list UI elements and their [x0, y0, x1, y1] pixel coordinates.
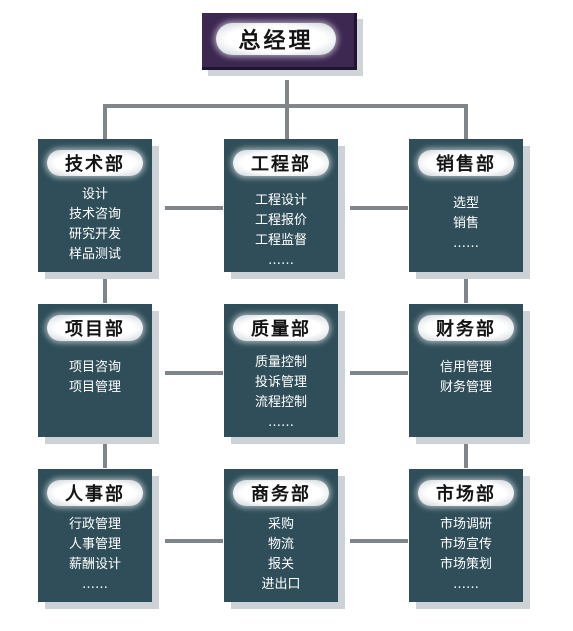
duty-item: 采购: [267, 517, 294, 532]
general-manager-title: 总经理: [216, 23, 336, 55]
duty-item: 进出口: [261, 577, 301, 592]
department-name: 市场部: [418, 480, 514, 506]
duty-item: 项目咨询: [68, 360, 121, 375]
department-box-tech: 技术部 设计 技术咨询 研究开发 样品测试: [38, 139, 152, 272]
duty-item: 市场策划: [439, 557, 492, 572]
duty-item: 报关: [267, 557, 294, 572]
department-name: 技术部: [47, 150, 143, 176]
duty-item: 销售: [452, 216, 479, 231]
duty-item: 工程报价: [254, 213, 307, 228]
general-manager-box: 总经理: [202, 13, 357, 70]
connector-col-right-1: [464, 279, 468, 303]
connector-row3-left: [165, 539, 223, 543]
department-duties: 选型 销售 ……: [409, 194, 523, 254]
department-duties: 项目咨询 项目管理: [38, 358, 152, 398]
duty-item: 工程设计: [254, 193, 307, 208]
duty-item: 市场调研: [439, 517, 492, 532]
connector-col-right-2: [464, 444, 468, 468]
connector-top-vertical: [285, 80, 289, 108]
connector-col-left-2: [103, 444, 107, 468]
duty-item: 投诉管理: [254, 375, 307, 390]
department-duties: 质量控制 投诉管理 流程控制 ……: [224, 353, 338, 433]
connector-drop-center: [285, 104, 289, 140]
duty-item: 行政管理: [68, 517, 121, 532]
department-name: 人事部: [47, 480, 143, 506]
connector-drop-left: [103, 104, 107, 140]
connector-row1-right: [350, 206, 408, 210]
duty-item: 人事管理: [68, 537, 121, 552]
duty-item: ……: [453, 236, 479, 251]
duty-item: 物流: [267, 537, 294, 552]
connector-col-left-1: [103, 279, 107, 303]
duty-item: 项目管理: [68, 380, 121, 395]
duty-item: 设计: [81, 187, 108, 202]
department-box-marketing: 市场部 市场调研 市场宣传 市场策划 ……: [409, 469, 523, 602]
department-duties: 市场调研 市场宣传 市场策划 ……: [409, 515, 523, 595]
department-duties: 工程设计 工程报价 工程监督 ……: [224, 191, 338, 271]
department-duties: 行政管理 人事管理 薪酬设计 ……: [38, 515, 152, 595]
department-box-business: 商务部 采购 物流 报关 进出口: [224, 469, 338, 602]
connector-drop-right: [464, 104, 468, 140]
duty-item: 流程控制: [254, 395, 307, 410]
department-box-hr: 人事部 行政管理 人事管理 薪酬设计 ……: [38, 469, 152, 602]
connector-row2-right: [350, 371, 408, 375]
duty-item: 财务管理: [439, 380, 492, 395]
department-box-project: 项目部 项目咨询 项目管理: [38, 304, 152, 437]
duty-item: ……: [82, 577, 108, 592]
connector-row1-left: [165, 206, 223, 210]
duty-item: ……: [268, 253, 294, 268]
duty-item: 薪酬设计: [68, 557, 121, 572]
connector-row2-left: [165, 371, 223, 375]
duty-item: 质量控制: [254, 355, 307, 370]
duty-item: 市场宣传: [439, 537, 492, 552]
duty-item: ……: [268, 415, 294, 430]
department-box-quality: 质量部 质量控制 投诉管理 流程控制 ……: [224, 304, 338, 437]
department-box-sales: 销售部 选型 销售 ……: [409, 139, 523, 272]
duty-item: ……: [453, 577, 479, 592]
department-duties: 信用管理 财务管理: [409, 358, 523, 398]
department-name: 工程部: [233, 150, 329, 176]
department-name: 质量部: [233, 315, 329, 341]
department-duties: 采购 物流 报关 进出口: [224, 515, 338, 595]
department-name: 商务部: [233, 480, 329, 506]
department-name: 销售部: [418, 150, 514, 176]
department-box-finance: 财务部 信用管理 财务管理: [409, 304, 523, 437]
duty-item: 信用管理: [439, 360, 492, 375]
department-name: 财务部: [418, 315, 514, 341]
duty-item: 工程监督: [254, 233, 307, 248]
duty-item: 技术咨询: [68, 207, 121, 222]
department-box-engineering: 工程部 工程设计 工程报价 工程监督 ……: [224, 139, 338, 272]
duty-item: 选型: [452, 196, 479, 211]
department-duties: 设计 技术咨询 研究开发 样品测试: [38, 185, 152, 265]
connector-row3-right: [350, 539, 408, 543]
duty-item: 样品测试: [68, 247, 121, 262]
duty-item: 研究开发: [68, 227, 121, 242]
department-name: 项目部: [47, 315, 143, 341]
